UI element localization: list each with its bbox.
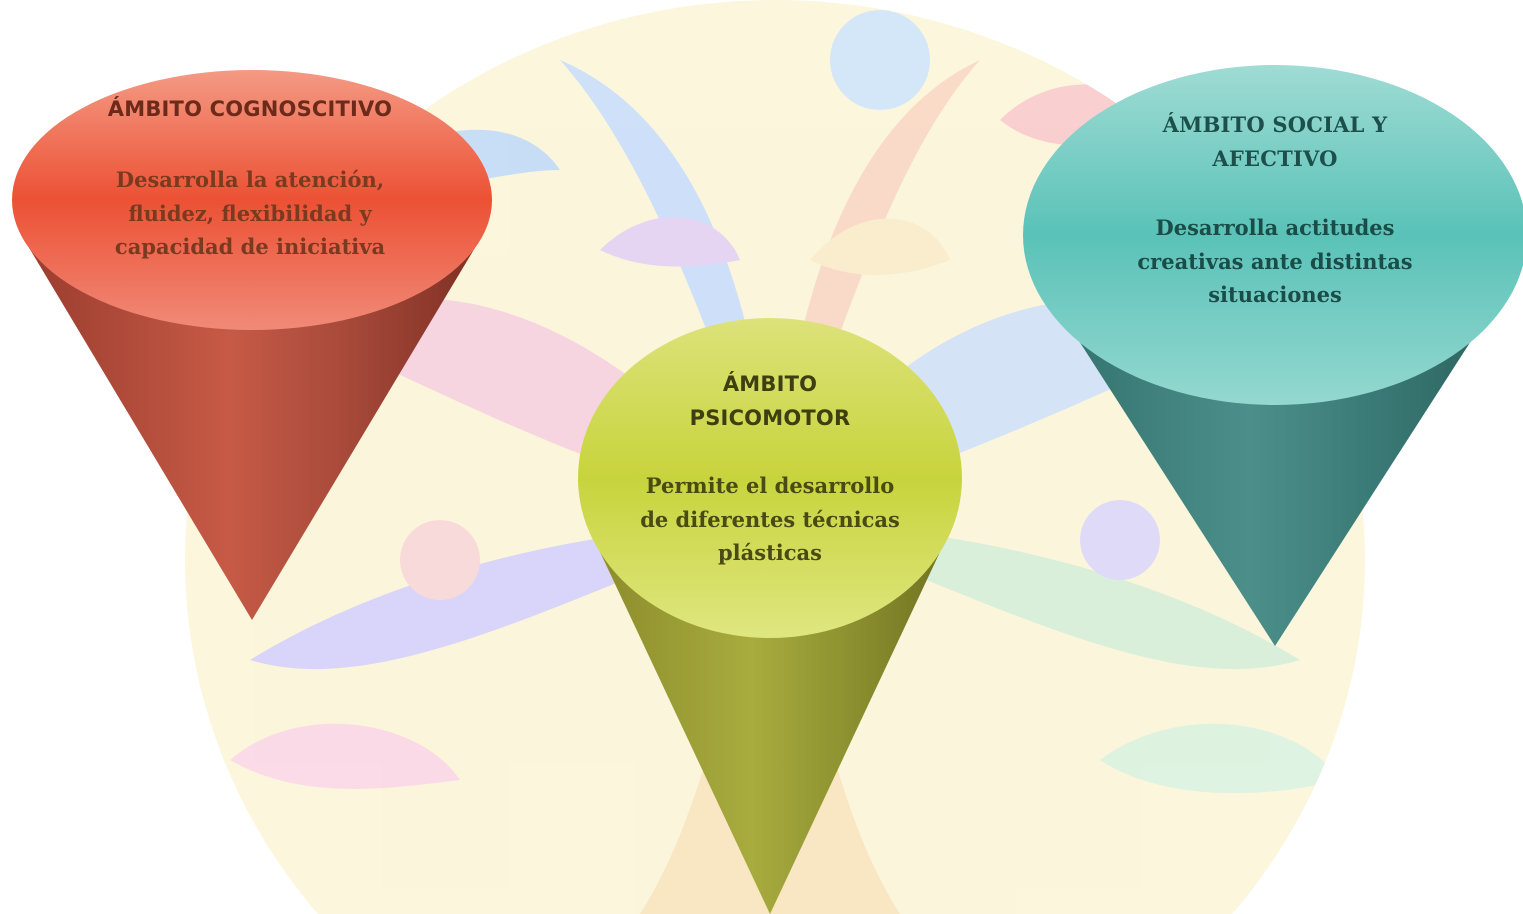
cone-left-title: ÁMBITO COGNOSCITIVO [107, 97, 393, 121]
cone-middle-description: Permite el desarrollo de diferentes técn… [640, 473, 900, 566]
cone-left-description: Desarrolla la atención, fluidez, flexibi… [114, 167, 386, 260]
cone-right-label: ÁMBITO SOCIAL Y AFECTIVO Desarrolla acti… [1110, 108, 1440, 312]
cone-right-description: Desarrolla actitudes creativas ante dist… [1137, 215, 1413, 308]
cone-middle-title: ÁMBITO PSICOMOTOR [689, 372, 851, 430]
cone-left-label: ÁMBITO COGNOSCITIVO Desarrolla la atenci… [70, 96, 430, 264]
cone-middle-label: ÁMBITO PSICOMOTOR Permite el desarrollo … [640, 368, 900, 570]
cone-right-title: ÁMBITO SOCIAL Y AFECTIVO [1162, 112, 1388, 171]
